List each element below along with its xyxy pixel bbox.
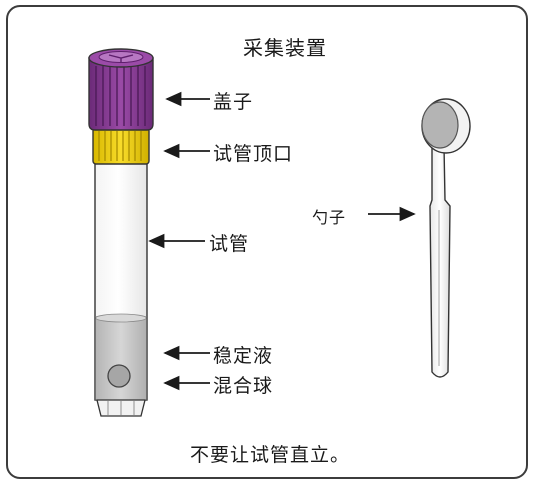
label-tube: 试管	[209, 233, 250, 255]
label-cap: 盖子	[213, 91, 254, 113]
mixing-ball	[107, 364, 131, 388]
cap-body	[88, 57, 154, 131]
label-stabilizer: 稳定液	[213, 345, 274, 367]
label-spoon: 勺子	[312, 208, 347, 227]
label-tube-top: 试管顶口	[213, 143, 294, 165]
instruction-note: 不要让试管直立。	[189, 444, 350, 466]
sample-tube	[88, 48, 154, 417]
spoon-bowl	[421, 101, 459, 149]
label-mixing-ball: 混合球	[213, 375, 274, 397]
spoon	[421, 98, 471, 378]
diagram-title: 采集装置	[243, 36, 327, 60]
